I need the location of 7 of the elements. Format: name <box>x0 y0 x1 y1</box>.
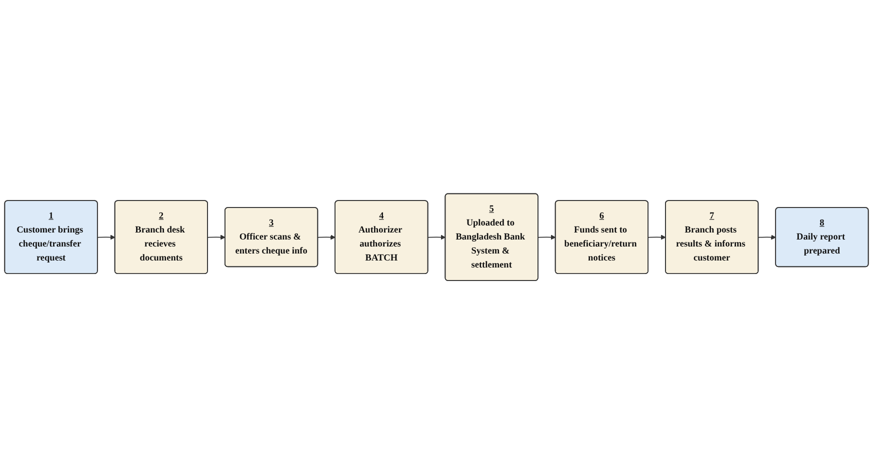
arrow <box>758 234 776 240</box>
arrow <box>428 234 446 240</box>
arrow <box>207 234 226 240</box>
arrow <box>318 234 336 240</box>
arrow <box>97 234 116 240</box>
arrow <box>648 234 666 240</box>
arrow <box>538 234 556 240</box>
